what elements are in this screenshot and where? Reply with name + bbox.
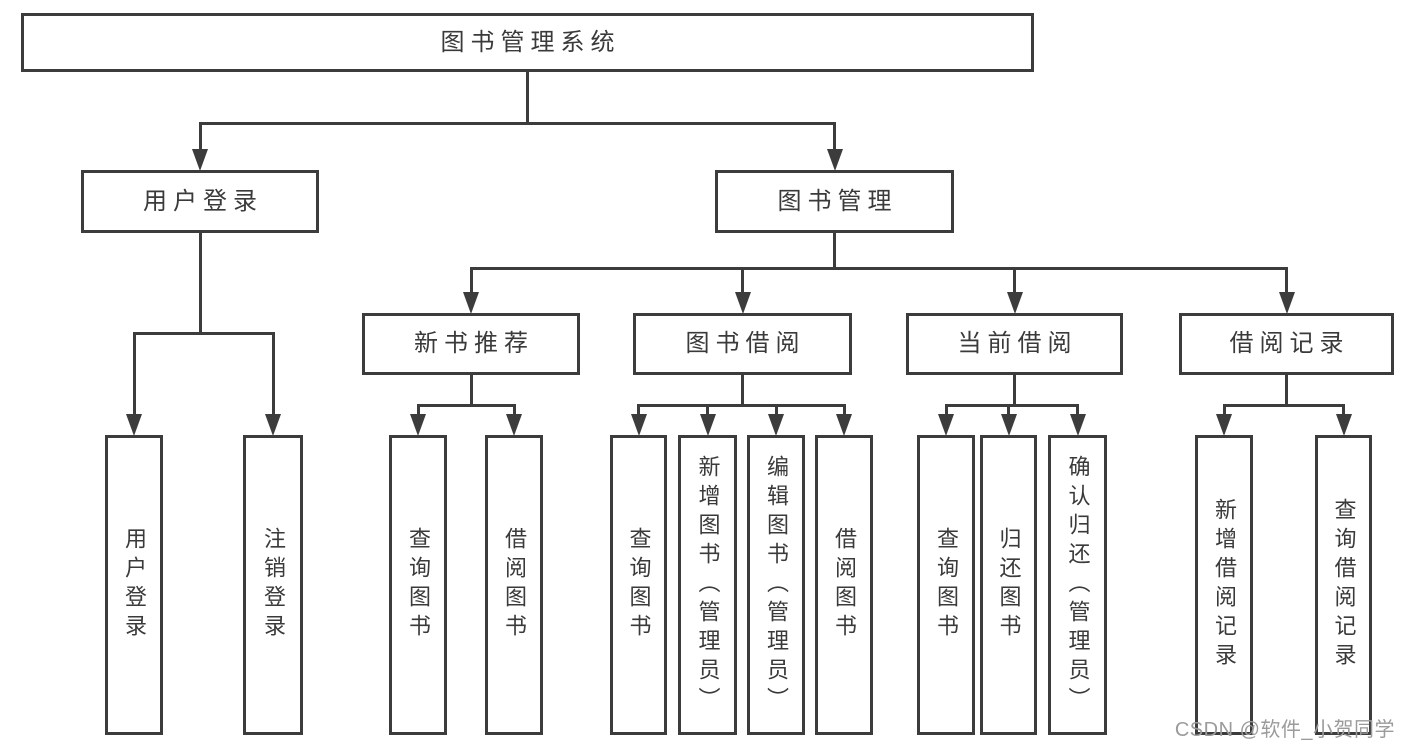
connector-drop <box>1222 404 1226 415</box>
arrowhead-down <box>463 292 479 314</box>
node-label: 借阅图书 <box>502 527 527 643</box>
node-label: 用户登录 <box>122 527 147 643</box>
arrowhead-down <box>265 414 281 436</box>
arrowhead-down <box>836 414 852 436</box>
arrowhead-down <box>192 149 208 171</box>
connector-stem <box>198 232 202 335</box>
arrowhead-down <box>1278 292 1295 314</box>
node-leaf-user-login: 用户登录 <box>105 435 163 735</box>
arrowhead-down <box>506 414 522 436</box>
node-label: 查询图书 <box>406 527 431 643</box>
node-leaf-logout: 注销登录 <box>243 435 303 735</box>
connector-drop <box>1013 267 1016 293</box>
node-leaf-add-book: 新增图书（管理员） <box>678 435 737 735</box>
node-label: 图书管理系统 <box>440 28 621 56</box>
connector-stem <box>469 374 473 407</box>
node-label: 借阅记录 <box>1229 330 1350 357</box>
node-label: 归还图书 <box>996 527 1022 643</box>
connector-drop <box>833 122 836 150</box>
node-leaf-borrow-book-a: 借阅图书 <box>485 435 543 735</box>
node-label: 确认归还（管理员） <box>1065 454 1091 716</box>
connector-drop <box>741 267 744 293</box>
connector-drop <box>1342 404 1345 415</box>
connector-stem <box>1285 374 1288 407</box>
connector-rail <box>198 122 836 125</box>
node-label: 图书管理 <box>777 187 898 215</box>
node-root: 图书管理系统 <box>21 13 1034 72</box>
node-new-book-rec: 新书推荐 <box>362 313 580 375</box>
connector-stem <box>526 71 529 125</box>
node-borrow-record: 借阅记录 <box>1179 313 1394 375</box>
node-label: 用户登录 <box>143 187 263 215</box>
node-label: 新增借阅记录 <box>1212 498 1237 672</box>
arrowhead-down <box>699 414 716 436</box>
arrowhead-down <box>126 414 142 436</box>
connector-rail <box>416 404 516 407</box>
node-label: 新增图书（管理员） <box>695 454 721 716</box>
connector-drop <box>637 404 640 415</box>
node-leaf-query-book-c: 查询图书 <box>917 435 975 735</box>
node-leaf-confirm-return: 确认归还（管理员） <box>1048 435 1107 735</box>
connector-drop <box>271 332 275 415</box>
node-leaf-return-book: 归还图书 <box>980 435 1037 735</box>
node-leaf-borrow-book-b: 借阅图书 <box>815 435 873 735</box>
connector-drop <box>1285 267 1288 293</box>
connector-drop <box>469 267 473 293</box>
connector-stem <box>1013 374 1016 407</box>
watermark: CSDN @软件_小贺同学 <box>1174 719 1395 741</box>
node-leaf-query-record: 查询借阅记录 <box>1315 435 1372 735</box>
arrowhead-down <box>768 414 784 436</box>
node-leaf-query-book-b: 查询图书 <box>610 435 667 735</box>
connector-drop <box>1007 404 1010 415</box>
connector-drop <box>1076 404 1079 415</box>
node-current-borrow: 当前借阅 <box>906 313 1123 375</box>
arrowhead-down <box>1000 414 1017 436</box>
arrowhead-down <box>938 414 954 436</box>
connector-stem <box>833 232 836 270</box>
arrowhead-down <box>410 414 426 436</box>
connector-rail <box>1222 404 1345 407</box>
arrowhead-down <box>1335 414 1352 436</box>
arrowhead-down <box>630 414 647 436</box>
connector-drop <box>512 404 516 415</box>
arrowhead-down <box>734 292 751 314</box>
connector-rail <box>469 267 1288 270</box>
connector-drop <box>132 332 136 415</box>
node-user-login: 用户登录 <box>81 170 319 233</box>
node-leaf-query-book-a: 查询图书 <box>389 435 447 735</box>
node-label: 当前借阅 <box>957 330 1078 357</box>
connector-drop <box>416 404 420 415</box>
arrowhead-down <box>1216 414 1232 436</box>
connector-drop <box>706 404 709 415</box>
arrowhead-down <box>826 149 843 171</box>
connector-rail <box>637 404 846 407</box>
node-label: 查询图书 <box>626 527 652 643</box>
connector-drop <box>944 404 948 415</box>
node-label: 编辑图书（管理员） <box>764 454 789 716</box>
node-leaf-add-record: 新增借阅记录 <box>1195 435 1253 735</box>
node-label: 注销登录 <box>261 527 286 643</box>
node-book-borrow: 图书借阅 <box>633 313 852 375</box>
connector-drop <box>842 404 846 415</box>
arrowhead-down <box>1006 292 1023 314</box>
node-label: 图书借阅 <box>685 330 806 357</box>
connector-stem <box>741 374 744 407</box>
node-label: 查询借阅记录 <box>1331 498 1357 672</box>
node-book-mgmt: 图书管理 <box>715 170 954 233</box>
node-leaf-edit-book: 编辑图书（管理员） <box>747 435 805 735</box>
connector-drop <box>774 404 778 415</box>
arrowhead-down <box>1069 414 1086 436</box>
connector-drop <box>198 122 202 150</box>
node-label: 借阅图书 <box>832 527 857 643</box>
connector-rail <box>944 404 1079 407</box>
connector-rail <box>132 332 275 335</box>
node-label: 新书推荐 <box>414 330 534 357</box>
node-label: 查询图书 <box>934 527 959 643</box>
